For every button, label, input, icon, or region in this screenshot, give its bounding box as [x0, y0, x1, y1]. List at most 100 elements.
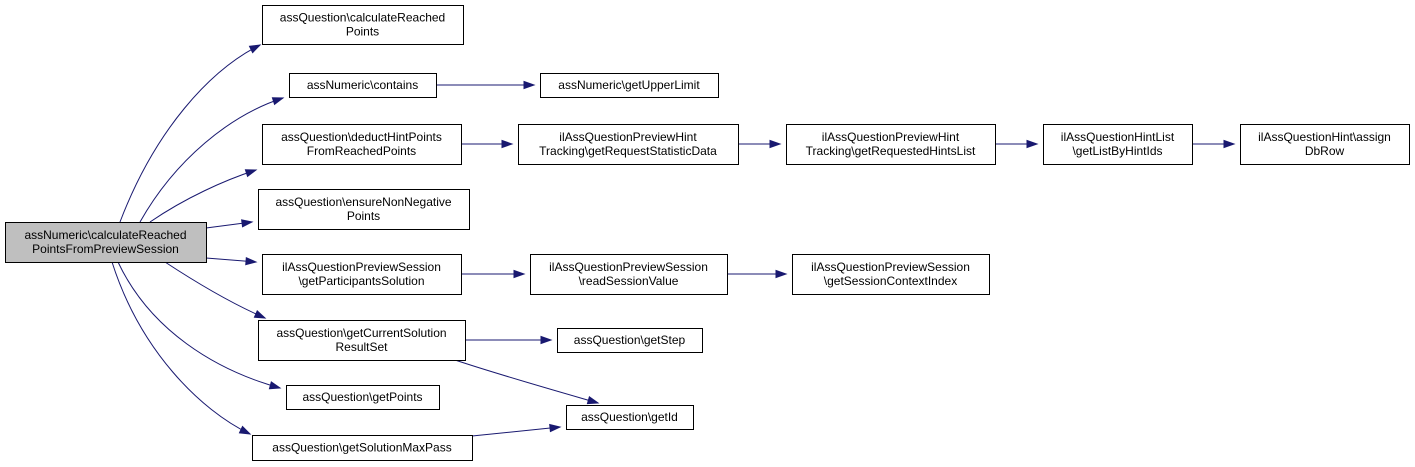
edge-root-to-n4 — [149, 169, 258, 223]
node-box — [262, 5, 464, 45]
function-node[interactable]: assQuestion\deductHintPointsFromReachedP… — [262, 124, 462, 165]
node-label-line: Tracking\getRequestStatisticData — [539, 144, 717, 158]
node-label-line: assQuestion\getPoints — [302, 390, 422, 404]
edge-n5-to-n6 — [738, 139, 782, 149]
edge-n13-to-n14 — [465, 335, 553, 345]
node-box — [286, 385, 440, 410]
edge-line — [119, 44, 261, 223]
node-label-line: FromReachedPoints — [307, 144, 416, 158]
function-node[interactable]: assQuestion\getStep — [557, 328, 703, 353]
edge-line — [164, 261, 266, 319]
function-node[interactable]: ilAssQuestionPreviewSession\getParticipa… — [262, 254, 462, 295]
function-node[interactable]: ilAssQuestionPreviewHintTracking\getRequ… — [786, 124, 996, 165]
node-label-line: PointsFromPreviewSession — [32, 242, 179, 256]
edge-arrowhead — [501, 139, 514, 149]
edge-root-to-n10 — [205, 256, 258, 266]
edge-line — [471, 426, 561, 437]
function-node[interactable]: assQuestion\getPoints — [286, 385, 440, 410]
edge-arrowhead — [769, 139, 782, 149]
edge-root-to-n13 — [164, 261, 267, 319]
node-label-line: Points — [346, 25, 379, 39]
function-node[interactable]: assNumeric\contains — [289, 73, 437, 98]
node-label-line: Points — [347, 209, 380, 223]
node-box — [530, 254, 728, 295]
node-label-line: assQuestion\getCurrentSolution — [276, 326, 446, 340]
node-box — [566, 405, 694, 430]
node-label-line: ilAssQuestionHint\assign — [1258, 130, 1391, 144]
node-box — [258, 320, 466, 361]
node-label-line: ilAssQuestionPreviewHint — [559, 130, 697, 144]
edge-arrowhead — [248, 44, 262, 54]
call-graph-edges — [111, 44, 1236, 437]
edge-n13-to-n15 — [454, 359, 600, 405]
node-label-line: ResultSet — [335, 340, 388, 354]
node-label-line: assNumeric\getUpperLimit — [558, 78, 700, 92]
node-label-line: \getSessionContextIndex — [824, 274, 957, 288]
edge-line — [149, 169, 257, 223]
node-label-line: assQuestion\deductHintPoints — [281, 130, 442, 144]
function-node[interactable]: ilAssQuestionPreviewHintTracking\getRequ… — [518, 124, 739, 165]
node-label-line: assQuestion\getId — [581, 410, 678, 424]
node-label-line: \readSessionValue — [579, 274, 679, 288]
function-node[interactable]: assQuestion\getSolutionMaxPass — [252, 435, 473, 461]
node-label-line: assQuestion\ensureNonNegative — [275, 195, 451, 209]
node-box — [289, 73, 437, 98]
edge-arrowhead — [271, 97, 285, 106]
node-label-line: ilAssQuestionPreviewSession — [811, 260, 970, 274]
function-node[interactable]: ilAssQuestionHintList\getListByHintIds — [1043, 124, 1193, 165]
node-box — [786, 124, 996, 165]
node-label-line: ilAssQuestionPreviewHint — [822, 130, 960, 144]
node-label-line: assQuestion\getStep — [574, 333, 686, 347]
edge-n6-to-n7 — [995, 139, 1039, 149]
function-node[interactable]: assQuestion\getId — [566, 405, 694, 430]
edge-n11-to-n12 — [727, 269, 788, 279]
edge-arrowhead — [1026, 139, 1039, 149]
edge-arrowhead — [268, 381, 282, 390]
node-box — [5, 222, 207, 263]
function-node[interactable]: ilAssQuestionPreviewSession\getSessionCo… — [792, 254, 990, 295]
edge-line — [117, 261, 281, 389]
edge-root-to-n17 — [111, 261, 252, 435]
edge-n7-to-n8 — [1192, 139, 1236, 149]
edge-n4-to-n5 — [461, 139, 514, 149]
node-box — [1240, 124, 1410, 165]
edge-arrowhead — [513, 269, 526, 279]
node-box — [262, 124, 462, 165]
function-node[interactable]: assNumeric\getUpperLimit — [540, 73, 719, 98]
edge-arrowhead — [586, 396, 600, 405]
node-box — [262, 254, 462, 295]
edge-arrowhead — [540, 335, 553, 345]
edge-n17-to-n15 — [471, 423, 562, 437]
edge-root-to-n9 — [205, 219, 254, 229]
node-label-line: Tracking\getRequestedHintsList — [806, 144, 976, 158]
edge-root-to-n1 — [119, 44, 262, 223]
edge-arrowhead — [549, 423, 562, 433]
edge-line — [111, 261, 251, 435]
edge-arrowhead — [244, 169, 258, 178]
node-box — [540, 73, 719, 98]
edge-arrowhead — [241, 219, 254, 228]
edge-root-to-n2 — [139, 97, 285, 223]
edge-arrowhead — [523, 80, 536, 90]
node-label-line: DbRow — [1305, 144, 1345, 158]
node-box — [557, 328, 703, 353]
node-label-line: \getListByHintIds — [1072, 144, 1162, 158]
root-function-node[interactable]: assNumeric\calculateReachedPointsFromPre… — [5, 222, 207, 263]
node-label-line: assQuestion\getSolutionMaxPass — [272, 441, 451, 455]
node-box — [258, 189, 470, 230]
edge-n2-to-n3 — [436, 80, 536, 90]
node-box — [1043, 124, 1193, 165]
function-node[interactable]: ilAssQuestionPreviewSession\readSessionV… — [530, 254, 728, 295]
node-box — [252, 435, 473, 461]
edge-arrowhead — [253, 309, 267, 319]
node-box — [792, 254, 990, 295]
node-label-line: \getParticipantsSolution — [298, 274, 424, 288]
node-box — [518, 124, 739, 165]
node-label-line: ilAssQuestionPreviewSession — [549, 260, 708, 274]
edge-root-to-n16 — [117, 261, 282, 390]
